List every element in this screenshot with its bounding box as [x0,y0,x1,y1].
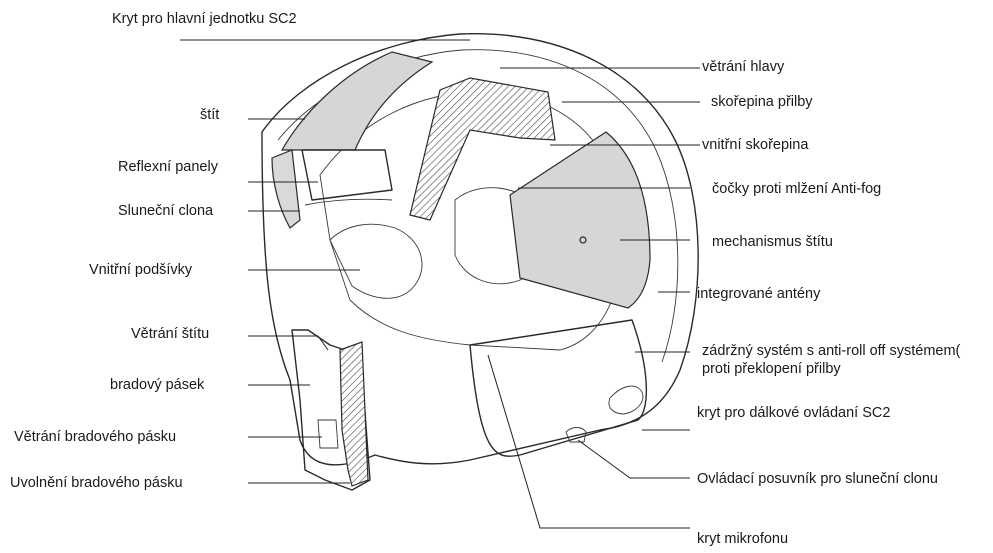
leader-mic [488,355,690,528]
label-head-vent: větrání hlavy [702,58,784,76]
label-shell: skořepina přilby [711,93,813,111]
slider-knob [566,428,586,443]
label-slider: Ovládací posuvník pro sluneční clonu [697,470,967,488]
label-chin-guard: bradový pásek [110,376,204,394]
label-antifog: čočky proti mlžení Anti-fog [712,180,881,198]
label-visor: štít [200,106,219,124]
label-sc2-top-cover: Kryt pro hlavní jednotku SC2 [112,10,297,28]
label-inner-linings: Vnitřní podšívky [89,261,192,279]
label-visor-vent: Větrání štítu [131,325,209,343]
visor-edge [302,150,392,200]
chin-vent [318,420,338,448]
sc2-top-cover [282,52,432,150]
label-chin-vent: Větrání bradového pásku [14,428,176,446]
label-chin-release: Uvolnění bradového pásku [10,474,183,492]
label-retention: zádržný systém s anti-roll off systémem(… [702,342,977,378]
label-inner-shell: vnitřní skořepina [702,136,808,154]
label-antennas: integrované antény [697,285,820,303]
label-reflective-panels: Reflexní panely [118,158,218,176]
label-visor-mechanism: mechanismus štítu [712,233,833,251]
label-remote-cover: kryt pro dálkové ovládaní SC2 [697,404,890,422]
label-sun-visor: Sluneční clona [118,202,213,220]
remote-cover [609,386,643,414]
leader-visor-vent [248,336,328,350]
retention-panel [470,320,646,456]
leader-slider [578,440,690,478]
sun-visor-edge [305,199,392,205]
visor-front [272,150,300,228]
inner-lining-outline [330,224,422,298]
visor-mechanism-panel [510,132,650,308]
label-mic-cover: kryt mikrofonu [697,530,788,548]
